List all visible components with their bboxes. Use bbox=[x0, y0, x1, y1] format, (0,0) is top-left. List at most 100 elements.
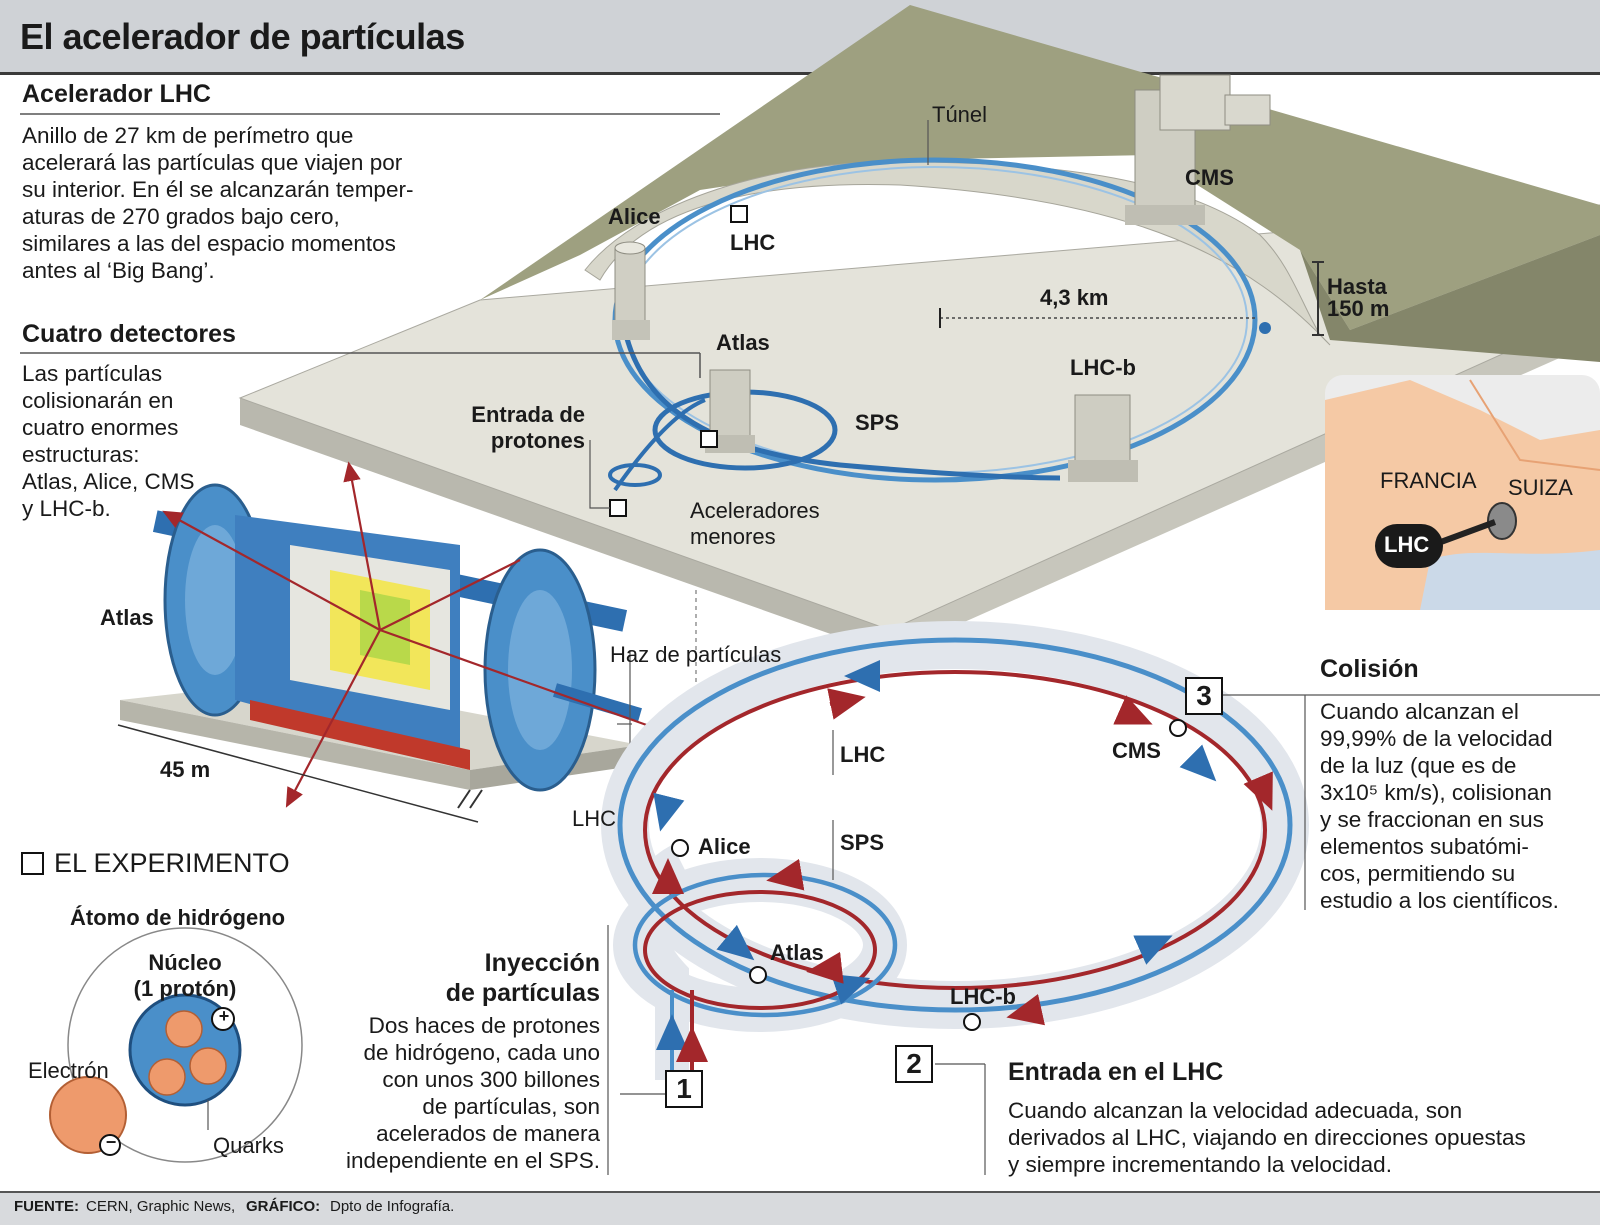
label-45m: 45 m bbox=[160, 757, 211, 782]
lhc-line: aturas de 270 grados bajo cero, bbox=[22, 204, 340, 229]
label-lhcb-3d: LHC-b bbox=[1070, 355, 1136, 380]
step-1-line: independiente en el SPS. bbox=[346, 1148, 600, 1173]
ring-label-lhcb: LHC-b bbox=[950, 984, 1016, 1009]
label-nucleo: Núcleo (1 protón) bbox=[125, 950, 245, 1002]
step-1-badge: 1 bbox=[665, 1070, 703, 1108]
detectors-description: Las partículas colisionarán en cuatro en… bbox=[22, 360, 252, 522]
step-3-line: estudio a los científicos. bbox=[1320, 888, 1559, 913]
step-2-line: Cuando alcanzan la velocidad adecuada, s… bbox=[1008, 1098, 1463, 1123]
step-1-line: acelerados de manera bbox=[376, 1121, 600, 1146]
footer-graphic-label: GRÁFICO: bbox=[246, 1198, 321, 1215]
footer-graphic: Dpto de Infografía. bbox=[330, 1198, 455, 1215]
experiment-heading: EL EXPERIMENTO bbox=[54, 848, 290, 878]
building-cms bbox=[1125, 74, 1271, 225]
step-3-description: Cuando alcanzan el 99,99% de la velocida… bbox=[1320, 698, 1598, 914]
step-3-heading: Colisión bbox=[1320, 655, 1419, 683]
collision-lhcb bbox=[963, 1013, 981, 1031]
label-tunel: Túnel bbox=[932, 102, 988, 127]
entrada-line: Entrada de bbox=[471, 402, 585, 427]
detectors-line: y LHC-b. bbox=[22, 496, 111, 521]
atom-title: Átomo de hidrógeno bbox=[70, 905, 286, 930]
nucleo-line: Núcleo bbox=[148, 950, 222, 975]
label-lhc-beam: LHC bbox=[572, 806, 617, 831]
detectors-line: cuatro enormes bbox=[22, 415, 179, 440]
step-3-line: Cuando alcanzan el bbox=[1320, 699, 1519, 724]
footer: FUENTE: CERN, Graphic News, GRÁFICO: Dpt… bbox=[0, 1191, 1600, 1225]
footer-source-label: FUENTE: bbox=[14, 1198, 79, 1215]
ring-label-alice: Alice bbox=[698, 834, 751, 859]
label-lhc-locator: LHC bbox=[1384, 532, 1430, 557]
label-lhc-3d: LHC bbox=[730, 230, 776, 255]
step-3-line: 3x10⁵ km/s), colisionan bbox=[1320, 780, 1552, 805]
collision-alice bbox=[671, 839, 689, 857]
lhc-line: similares a las del espacio momentos bbox=[22, 231, 396, 256]
electron-charge: − bbox=[105, 1132, 117, 1152]
step-3-line: cos, permitiendo su bbox=[1320, 861, 1516, 886]
label-alice-3d: Alice bbox=[608, 204, 661, 229]
step-1-line: con unos 300 billones bbox=[382, 1067, 600, 1092]
label-cms-3d: CMS bbox=[1185, 165, 1234, 190]
building-lhcb bbox=[1068, 394, 1138, 482]
page-title: El acelerador de partículas bbox=[20, 16, 465, 57]
ring-label-sps: SPS bbox=[840, 830, 885, 855]
lhc-line: Anillo de 27 km de perímetro que bbox=[22, 123, 354, 148]
step-3-line: elementos subatómi- bbox=[1320, 834, 1529, 859]
entrada-line: protones bbox=[490, 428, 585, 453]
collision-cms bbox=[1169, 719, 1187, 737]
lhc-line: su interior. En él se alcanzarán temper- bbox=[22, 177, 414, 202]
step-2-heading: Entrada en el LHC bbox=[1008, 1058, 1224, 1086]
step-1-line: de partículas, son bbox=[422, 1094, 600, 1119]
step-2-line: y siempre incrementando la velocidad. bbox=[1008, 1152, 1392, 1177]
step-1-line: Dos haces de protones bbox=[368, 1013, 600, 1038]
small-accelerator-ring bbox=[608, 463, 662, 487]
step-3-line: y se fraccionan en sus bbox=[1320, 807, 1544, 832]
nucleo-line: (1 protón) bbox=[133, 976, 237, 1001]
label-atlas-3d: Atlas bbox=[716, 330, 770, 355]
detectors-heading: Cuatro detectores bbox=[22, 320, 236, 348]
title-bar: El acelerador de partículas bbox=[0, 0, 1600, 75]
ground-slab-top bbox=[238, 204, 1600, 631]
label-atlas-detector: Atlas bbox=[100, 605, 154, 630]
ring-label-atlas: Atlas bbox=[770, 940, 824, 965]
label-electron: Electrón bbox=[28, 1058, 109, 1083]
transfer-line-2 bbox=[613, 398, 706, 492]
detectors-line: Las partículas bbox=[22, 361, 163, 386]
lhc-line: antes al ‘Big Bang’. bbox=[22, 258, 215, 283]
step-1-description: Dos haces de protones de hidrógeno, cada… bbox=[300, 1012, 600, 1174]
label-quarks: Quarks bbox=[213, 1133, 284, 1158]
earth-block-face bbox=[1300, 235, 1600, 362]
label-suiza: SUIZA bbox=[1508, 475, 1573, 500]
step-2-line: derivados al LHC, viajando en direccione… bbox=[1008, 1125, 1526, 1150]
step-1-heading-line: Inyección bbox=[484, 949, 600, 977]
step-3-line: 99,99% de la velocidad bbox=[1320, 726, 1553, 751]
aceleradores-line: Aceleradores bbox=[690, 498, 820, 523]
step-3-badge: 3 bbox=[1185, 677, 1223, 715]
detectors-line: estructuras: bbox=[22, 442, 140, 467]
step-2-description: Cuando alcanzan la velocidad adecuada, s… bbox=[1008, 1097, 1598, 1178]
locator-map bbox=[1325, 375, 1600, 610]
label-aceleradores-menores: Aceleradores menores bbox=[690, 498, 820, 550]
step-3-line: de la luz (que es de bbox=[1320, 753, 1517, 778]
aceleradores-line: menores bbox=[690, 524, 776, 549]
step-1-line: de hidrógeno, cada uno bbox=[363, 1040, 600, 1065]
hydrogen-atom bbox=[49, 927, 303, 1163]
detectors-line: colisionarán en bbox=[22, 388, 174, 413]
proton-charge: + bbox=[218, 1006, 230, 1026]
label-depth: Hasta 150 m bbox=[1327, 276, 1389, 320]
ring-label-cms: CMS bbox=[1112, 738, 1161, 763]
step-1-heading: Inyección de partículas bbox=[330, 948, 600, 1008]
depth-line: 150 m bbox=[1327, 296, 1390, 321]
atlas-detector-illustration bbox=[117, 461, 656, 823]
building-alice bbox=[612, 241, 650, 340]
ring-label-lhc: LHC bbox=[840, 742, 886, 767]
label-radius: 4,3 km bbox=[1040, 285, 1109, 310]
lhc-description: Anillo de 27 km de perímetro que acelera… bbox=[22, 122, 482, 284]
step-2-badge: 2 bbox=[895, 1045, 933, 1083]
depth-line: Hasta bbox=[1327, 274, 1387, 299]
ring-diagram bbox=[601, 621, 1600, 1175]
lhc-line: acelerará las partículas que viajen por bbox=[22, 150, 403, 175]
label-entrada-protones: Entrada de protones bbox=[465, 402, 585, 454]
ground-slab-left-face bbox=[240, 398, 890, 655]
collision-atlas bbox=[749, 966, 767, 984]
